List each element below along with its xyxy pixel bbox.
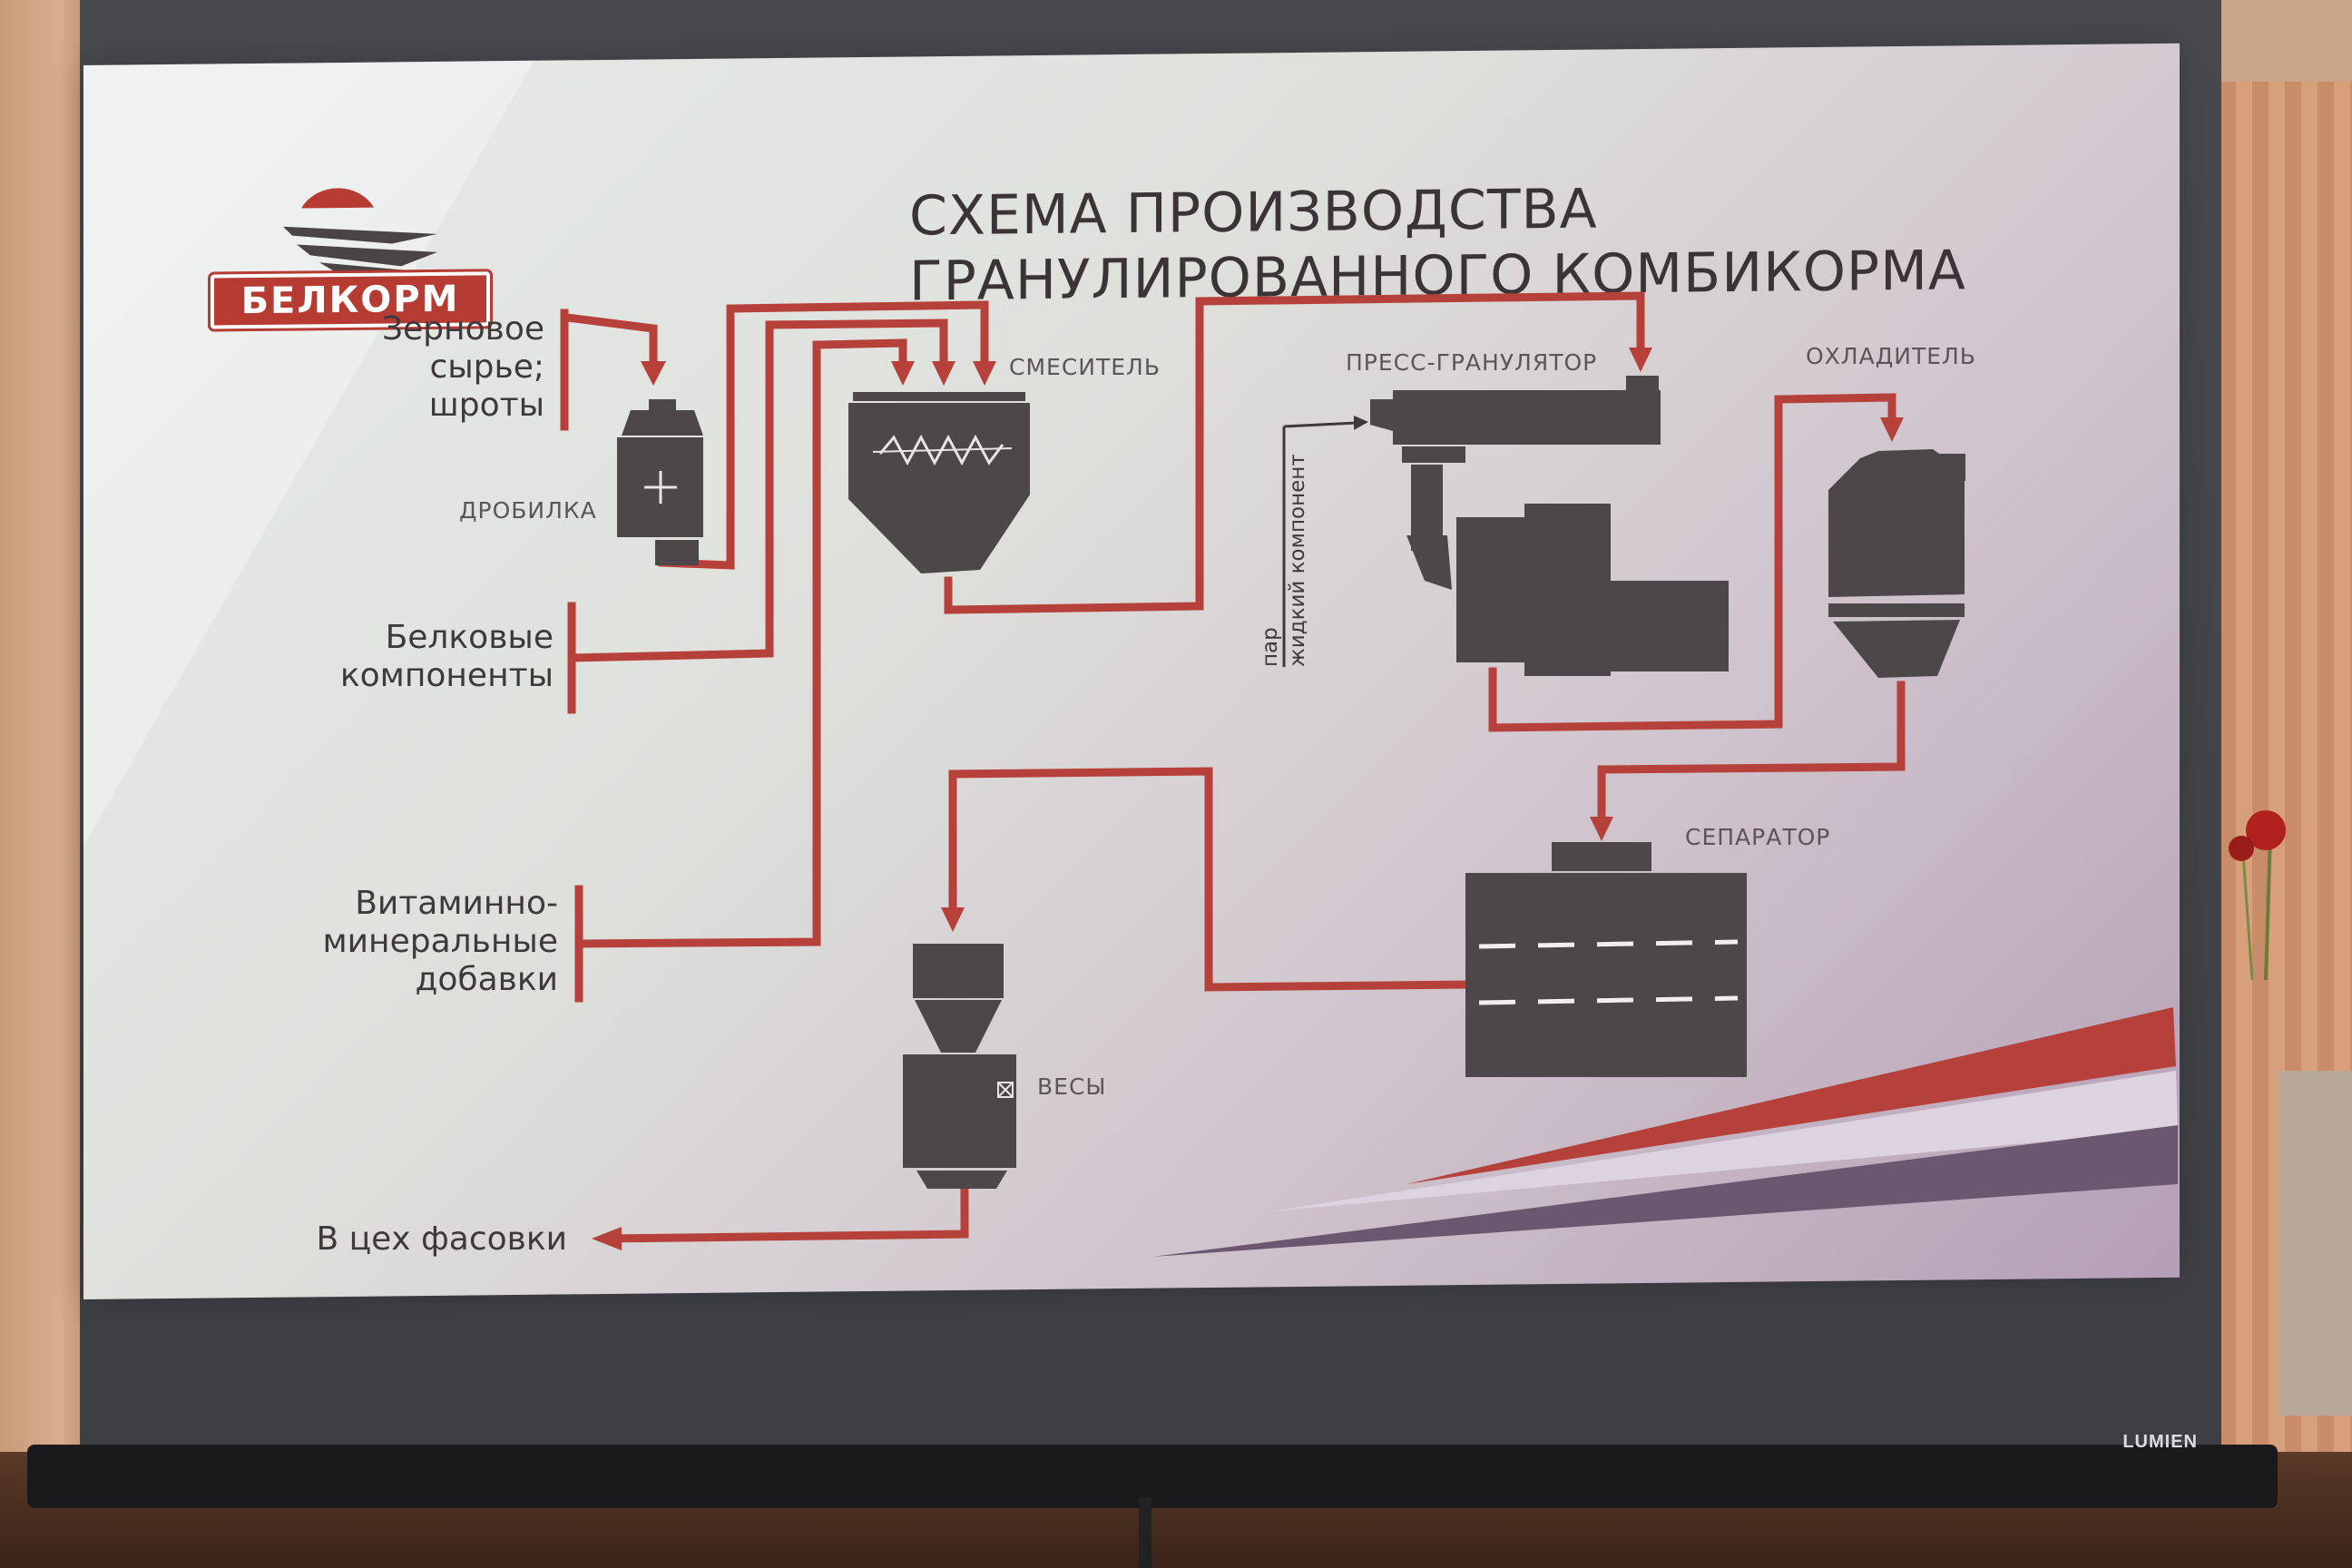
input-protein-label: Белковые компоненты — [299, 619, 554, 695]
slide-stripe-purple — [1152, 1125, 2178, 1257]
steam-label: пар — [1259, 627, 1282, 667]
flow-line-output — [603, 1180, 969, 1243]
arrow-separator — [1590, 817, 1613, 841]
input-grain-label: Зерновое сырье; шроты — [327, 310, 544, 425]
separator-machine — [1465, 842, 1747, 1077]
screen-bottom-bar — [27, 1445, 2278, 1508]
screen-brand-label: LUMIEN — [2122, 1432, 2198, 1452]
arrow-cooler — [1880, 417, 1904, 442]
arrow-scales — [941, 907, 965, 932]
flow-line-mixer-press — [944, 291, 1645, 614]
grain-line-1: Зерновое — [381, 310, 544, 348]
screen-stand — [1139, 1497, 1152, 1568]
scales-label: ВЕСЫ — [1037, 1073, 1107, 1100]
liquid-component-label: жидкий компонент — [1286, 454, 1309, 667]
flow-line-vitamin — [576, 338, 907, 948]
arrow-mixer-3 — [973, 361, 996, 386]
vitamin-line-1: Витаминно- — [355, 885, 558, 922]
arrow-mixer-1 — [891, 361, 915, 386]
press-inputs-label: пар жидкий компонент — [1257, 454, 1311, 667]
slide-stripe-red — [1406, 1007, 2176, 1184]
output-label: В цех фасовки — [316, 1220, 567, 1258]
room-cabinet — [2279, 1071, 2352, 1416]
input-vitamin-label: Витаминно- минеральные добавки — [290, 885, 559, 999]
flow-line-crusher-mixer — [658, 300, 989, 570]
flow-line-grain — [562, 312, 658, 377]
press-granulator-machine — [1370, 376, 1729, 676]
separator-sieve-1 — [1478, 939, 1739, 949]
slide-stripe-light — [1270, 1071, 2178, 1211]
separator-sieve-2 — [1478, 995, 1739, 1005]
grain-line-2: сырье; — [429, 348, 544, 386]
flow-line-protein — [569, 318, 948, 662]
arrow-mixer-2 — [932, 361, 956, 386]
mixer-machine — [848, 392, 1030, 573]
cooler-machine — [1828, 449, 1965, 678]
vitamin-line-3: добавки — [415, 961, 558, 998]
crusher-label: ДРОБИЛКА — [459, 497, 597, 524]
press-input-arrow — [1354, 416, 1368, 430]
grain-line-3: шроты — [428, 387, 544, 424]
scales-icon — [997, 1082, 1014, 1098]
vitamin-line-2: минеральные — [322, 923, 559, 960]
cooler-label: ОХЛАДИТЕЛЬ — [1806, 343, 1976, 369]
protein-line-1: Белковые — [385, 619, 554, 656]
flower-decoration — [2229, 810, 2286, 980]
flow-line-press-cooler — [1488, 393, 1896, 732]
protein-line-2: компоненты — [339, 657, 554, 694]
flow-line-cooler-separator — [1597, 681, 1906, 830]
scales-machine — [903, 944, 1016, 1189]
crusher-machine — [617, 399, 703, 565]
mixer-label: СМЕСИТЕЛЬ — [1009, 354, 1161, 380]
arrow-press — [1629, 348, 1652, 372]
arrow-output — [592, 1227, 622, 1250]
arrow-grain — [641, 361, 666, 386]
separator-label: СЕПАРАТОР — [1685, 824, 1831, 850]
press-label: ПРЕСС-ГРАНУЛЯТОР — [1346, 349, 1598, 376]
flow-line-separator-scales — [948, 767, 1470, 992]
slide: БЕЛКОРМ СХЕМА ПРОИЗВОДСТВА ГРАНУЛИРОВАНН… — [83, 43, 2180, 1300]
